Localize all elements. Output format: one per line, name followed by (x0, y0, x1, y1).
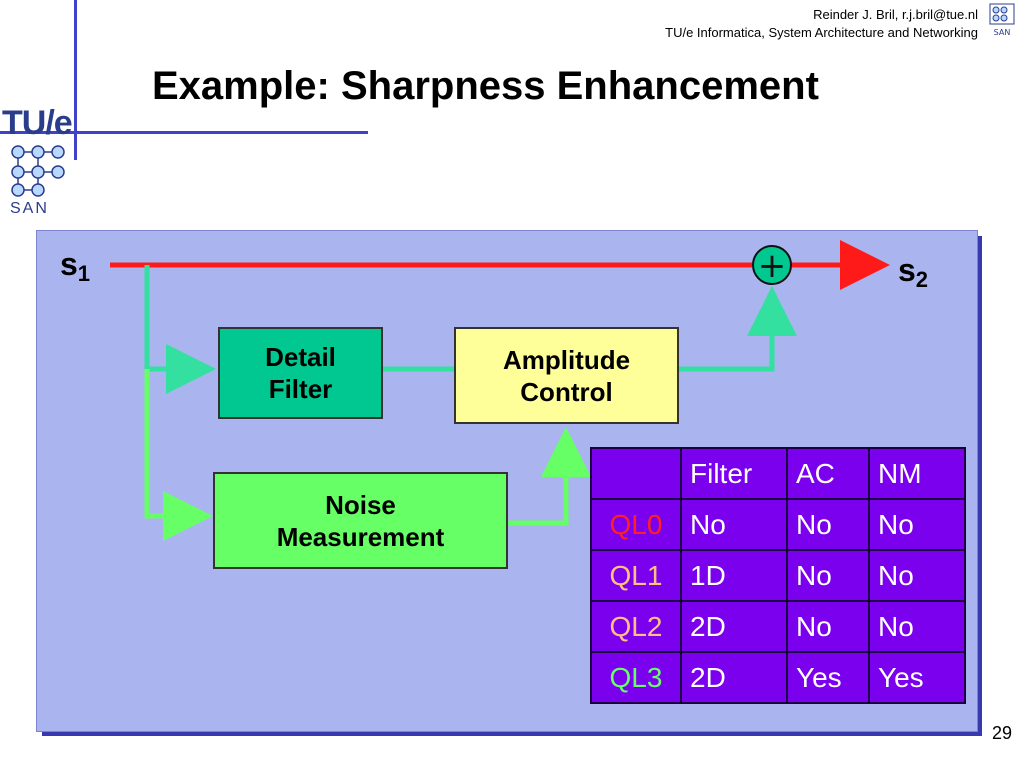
table-header-cell: Filter (680, 447, 788, 500)
quality-level-label: QL0 (590, 498, 682, 551)
table-cell: Yes (868, 651, 966, 704)
input-signal-label: s1 (60, 246, 90, 287)
input-signal-subscript: 1 (77, 261, 91, 286)
output-signal-subscript: 2 (915, 267, 929, 292)
table-cell: 2D (680, 651, 788, 704)
slide-title: Example: Sharpness Enhancement (152, 64, 819, 108)
table-row: QL0 No No No (590, 498, 966, 551)
table-cell: Yes (786, 651, 870, 704)
author-block: Reinder J. Bril, r.j.bril@tue.nl TU/e In… (665, 6, 978, 42)
page-number: 29 (991, 723, 1012, 743)
adder-symbol: + (758, 246, 787, 286)
table-cell: No (786, 600, 870, 653)
author-line: Reinder J. Bril, r.j.bril@tue.nl (813, 7, 978, 22)
table-header-cell: AC (786, 447, 870, 500)
table-cell: 2D (680, 600, 788, 653)
output-signal-name: s (898, 252, 916, 288)
table-header-row: Filter AC NM (590, 447, 966, 500)
table-cell: No (868, 600, 966, 653)
output-signal-label: s2 (898, 252, 928, 293)
path-noise-to-amplitude (508, 427, 591, 526)
table-cell: 1D (680, 549, 788, 602)
table-header-cell (590, 447, 682, 500)
san-corner-logo-text: SAN (994, 28, 1011, 37)
amplitude-control-block: Amplitude Control (454, 327, 679, 424)
detail-filter-label: Detail Filter (265, 342, 336, 404)
table-row: QL1 1D No No (590, 549, 966, 602)
quality-level-label: QL3 (590, 651, 682, 704)
header-horizontal-rule (0, 131, 368, 134)
affiliation-line: TU/e Informatica, System Architecture an… (665, 25, 978, 40)
header-vertical-rule (74, 0, 77, 160)
path-to-noise-measurement (144, 369, 213, 541)
table-cell: No (868, 498, 966, 551)
amplitude-control-label: Amplitude Control (502, 344, 631, 407)
noise-measurement-block: Noise Measurement (213, 472, 508, 569)
table-row: QL2 2D No No (590, 600, 966, 653)
san-grid-icon (11, 145, 65, 197)
tue-logo-text: TU/e (2, 104, 73, 142)
table-cell: No (786, 498, 870, 551)
detail-filter-block: Detail Filter (218, 327, 383, 419)
table-row: QL3 2D Yes Yes (590, 651, 966, 704)
path-amplitude-to-adder (679, 286, 797, 372)
noise-measurement-label: Noise Measurement (276, 489, 445, 552)
quality-level-label: QL1 (590, 549, 682, 602)
input-signal-name: s (60, 246, 78, 282)
adder-circle (752, 245, 792, 285)
path-to-detail-filter (144, 265, 216, 394)
table-cell: No (868, 549, 966, 602)
table-cell: No (680, 498, 788, 551)
san-logo-text: SAN (10, 200, 49, 217)
table-header-cell: NM (868, 447, 966, 500)
san-corner-logo-icon: SAN (989, 3, 1015, 37)
quality-level-table: Filter AC NM QL0 No No No QL1 1D No No Q… (590, 447, 966, 704)
quality-level-label: QL2 (590, 600, 682, 653)
table-cell: No (786, 549, 870, 602)
